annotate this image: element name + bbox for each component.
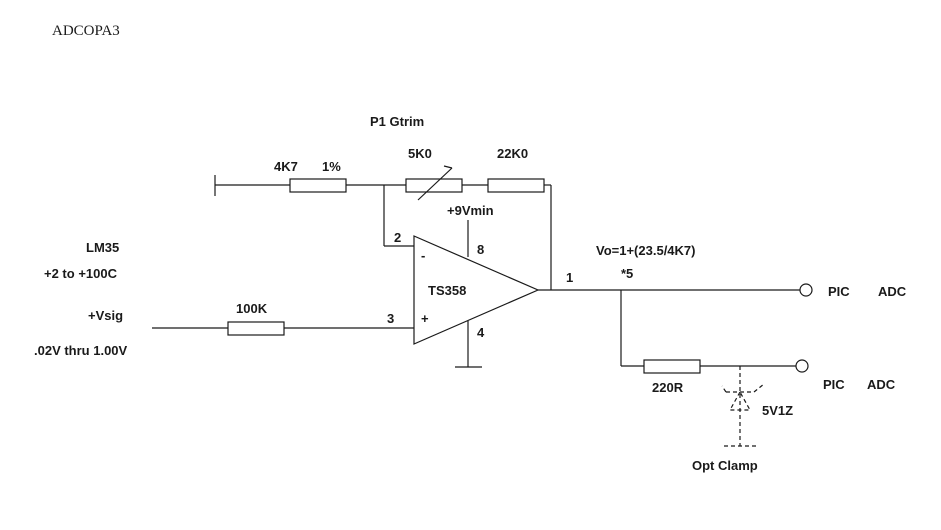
zener-bar-right-tip xyxy=(753,383,765,393)
zener-bar-left-tip xyxy=(721,385,727,393)
label-output1-adc: ADC xyxy=(878,284,907,299)
label-pin8: 8 xyxy=(477,242,484,257)
resistor-100k xyxy=(227,321,285,336)
label-opamp: TS358 xyxy=(428,283,466,298)
label-pin4: 4 xyxy=(477,325,485,340)
label-5k0: 5K0 xyxy=(408,146,432,161)
label-gain-note: *5 xyxy=(621,266,633,281)
output-terminal-1 xyxy=(799,283,813,297)
output-terminal-2 xyxy=(795,359,809,373)
resistor-4k7 xyxy=(289,178,347,193)
zener-diode-body xyxy=(728,390,752,411)
label-220r: 220R xyxy=(652,380,684,395)
label-p1-gtrim: P1 Gtrim xyxy=(370,114,424,129)
label-pin1: 1 xyxy=(566,270,573,285)
label-formula: Vo=1+(23.5/4K7) xyxy=(596,243,695,258)
label-pin2: 2 xyxy=(394,230,401,245)
label-pin-plus: + xyxy=(421,311,429,326)
label-zener: 5V1Z xyxy=(762,403,793,418)
label-opt-clamp: Opt Clamp xyxy=(692,458,758,473)
label-vsig-range: .02V thru 1.00V xyxy=(34,343,128,358)
resistor-220r xyxy=(643,359,701,374)
label-pin-minus: - xyxy=(421,248,425,263)
schematic-title: ADCOPA3 xyxy=(52,23,120,39)
label-4k7: 4K7 xyxy=(274,159,298,174)
label-sensor-range: +2 to +100C xyxy=(44,266,118,281)
label-output2-adc: ADC xyxy=(867,377,896,392)
label-output2-pic: PIC xyxy=(823,377,845,392)
label-output1-pic: PIC xyxy=(828,284,850,299)
label-vsig: +Vsig xyxy=(88,308,123,323)
opamp-triangle xyxy=(413,235,540,345)
label-supply: +9Vmin xyxy=(447,203,494,218)
label-100k: 100K xyxy=(236,301,268,316)
resistor-22k0 xyxy=(487,178,545,193)
label-pin3: 3 xyxy=(387,311,394,326)
pot-arrow-head xyxy=(443,165,453,169)
pot-arrow-line xyxy=(417,167,453,201)
label-22k0: 22K0 xyxy=(497,146,528,161)
label-sensor: LM35 xyxy=(86,240,119,255)
label-tolerance: 1% xyxy=(322,159,341,174)
